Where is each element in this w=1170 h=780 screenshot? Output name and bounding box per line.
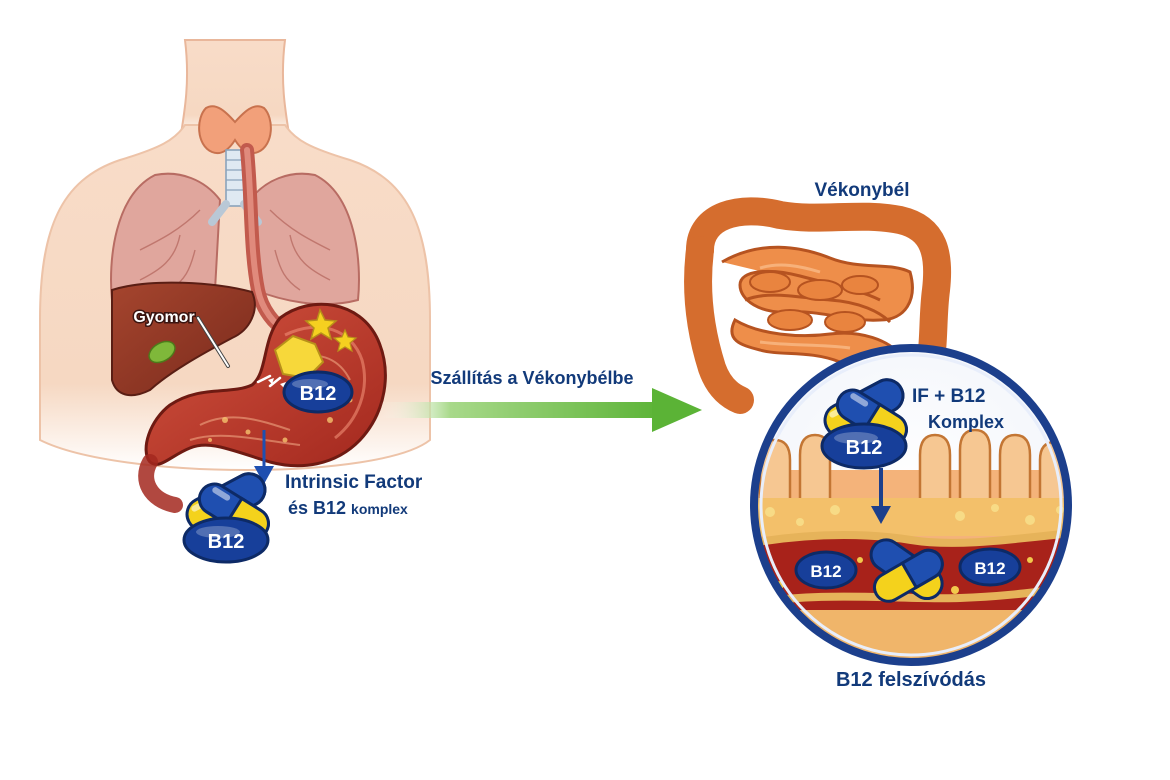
complex-label-line2: Komplex bbox=[928, 412, 1004, 432]
if-b12-complex-left: B12 bbox=[179, 466, 276, 564]
small-intestine bbox=[684, 197, 952, 414]
star-icon bbox=[332, 328, 358, 353]
b12-label: B12 bbox=[846, 437, 883, 459]
gallbladder bbox=[148, 340, 176, 364]
stomach-label: Gyomor bbox=[133, 309, 194, 326]
complex-label-line1: IF + B12 bbox=[912, 386, 985, 407]
b12-particles-stomach bbox=[256, 307, 358, 388]
if-complex-label: és B12 komplex bbox=[288, 498, 408, 518]
liver bbox=[111, 281, 256, 397]
b12-label: B12 bbox=[810, 562, 841, 581]
complex-in-vessel bbox=[869, 538, 944, 603]
star-icon bbox=[304, 307, 338, 341]
if-b12-complex-top: B12 bbox=[817, 372, 914, 470]
b12-label: B12 bbox=[208, 531, 245, 553]
transport-arrow bbox=[380, 388, 702, 432]
intestine-label: Vékonybél bbox=[814, 180, 909, 201]
down-arrow-icon bbox=[254, 430, 274, 484]
b12-label: B12 bbox=[300, 383, 337, 405]
intrinsic-factor-label: Intrinsic Factor bbox=[285, 472, 423, 493]
b12-badge-vessel-right: B12 bbox=[958, 547, 1022, 587]
thyroid bbox=[198, 105, 272, 154]
stomach-callout: Gyomor bbox=[132, 308, 230, 368]
b12-badge-vessel-left: B12 bbox=[794, 550, 858, 590]
down-arrow-icon bbox=[871, 468, 891, 524]
b12-badge-stomach: B12 bbox=[282, 370, 354, 414]
stomach bbox=[144, 302, 387, 468]
crystal-icon bbox=[273, 334, 325, 380]
absorption-label: B12 felszívódás bbox=[836, 669, 986, 691]
transport-label: Szállítás a Vékonybélbe bbox=[430, 368, 633, 388]
torso-illustration bbox=[39, 39, 431, 513]
b12-label: B12 bbox=[974, 559, 1005, 578]
